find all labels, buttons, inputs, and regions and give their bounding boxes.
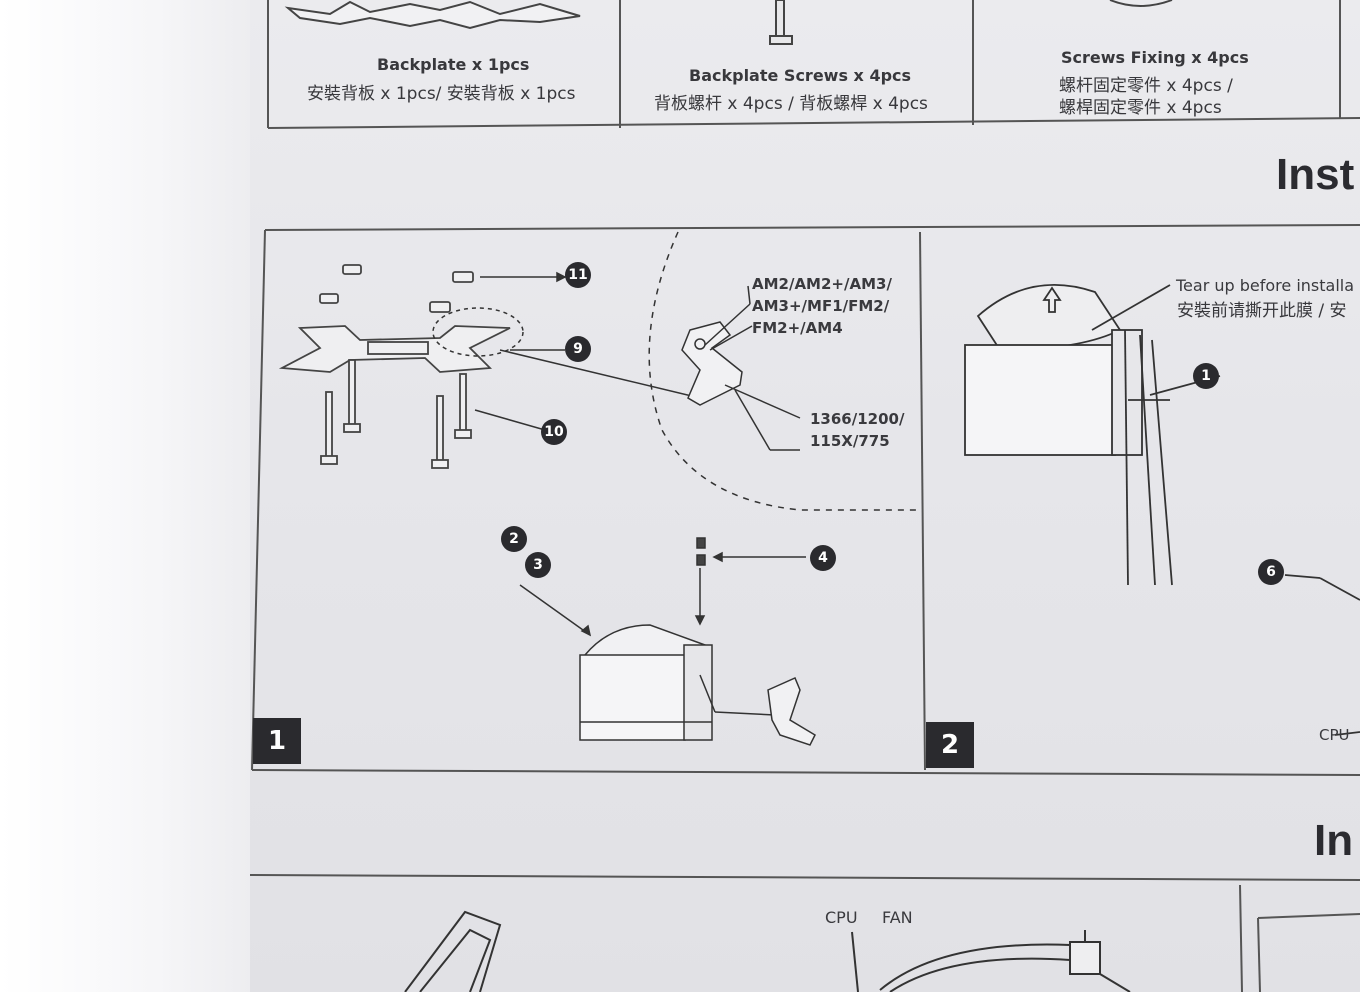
tear-up-note-zh: 安裝前请撕开此膜 / 安 [1177, 301, 1347, 321]
backplate-screws-caption-en: Backplate Screws x 4pcs [689, 66, 912, 85]
tear-up-note-en: Tear up before installa [1176, 276, 1355, 295]
installation-heading-2: In [1314, 816, 1354, 865]
backplate-caption-en: Backplate x 1pcs [377, 55, 530, 74]
intel-socket-line-1: 1366/1200/ [810, 410, 905, 428]
callout-6: 6 [1258, 559, 1284, 585]
step-number-1: 1 [253, 718, 301, 764]
callout-1: 1 [1193, 363, 1219, 389]
callout-2: 2 [501, 526, 527, 552]
step-number-2: 2 [926, 722, 974, 768]
callout-9: 9 [565, 336, 591, 362]
backplate-caption-zh: 安裝背板 x 1pcs/ 安裝背板 x 1pcs [307, 84, 576, 104]
callout-3: 3 [525, 552, 551, 578]
callout-4: 4 [810, 545, 836, 571]
amd-socket-line-1: AM2/AM2+/AM3/ [752, 275, 892, 293]
screws-fixing-caption-en: Screws Fixing x 4pcs [1061, 48, 1249, 67]
amd-socket-line-3: FM2+/AM4 [752, 319, 843, 337]
bottom-fan-label: FAN [882, 908, 913, 927]
screws-fixing-caption-zh2: 螺桿固定零件 x 4pcs [1059, 98, 1222, 118]
amd-socket-line-2: AM3+/MF1/FM2/ [752, 297, 890, 315]
screws-fixing-caption-zh1: 螺杆固定零件 x 4pcs / [1059, 76, 1233, 96]
backplate-screws-caption-zh: 背板螺杆 x 4pcs / 背板螺桿 x 4pcs [654, 94, 928, 114]
callout-11: 11 [565, 262, 591, 288]
manual-page [250, 0, 1360, 992]
callout-10: 10 [541, 419, 567, 445]
cpu-label: CPU [1319, 726, 1350, 744]
paper-background [0, 0, 260, 992]
installation-heading: Inst [1276, 150, 1355, 199]
bottom-cpu-label: CPU [825, 908, 858, 927]
intel-socket-line-2: 115X/775 [810, 432, 890, 450]
